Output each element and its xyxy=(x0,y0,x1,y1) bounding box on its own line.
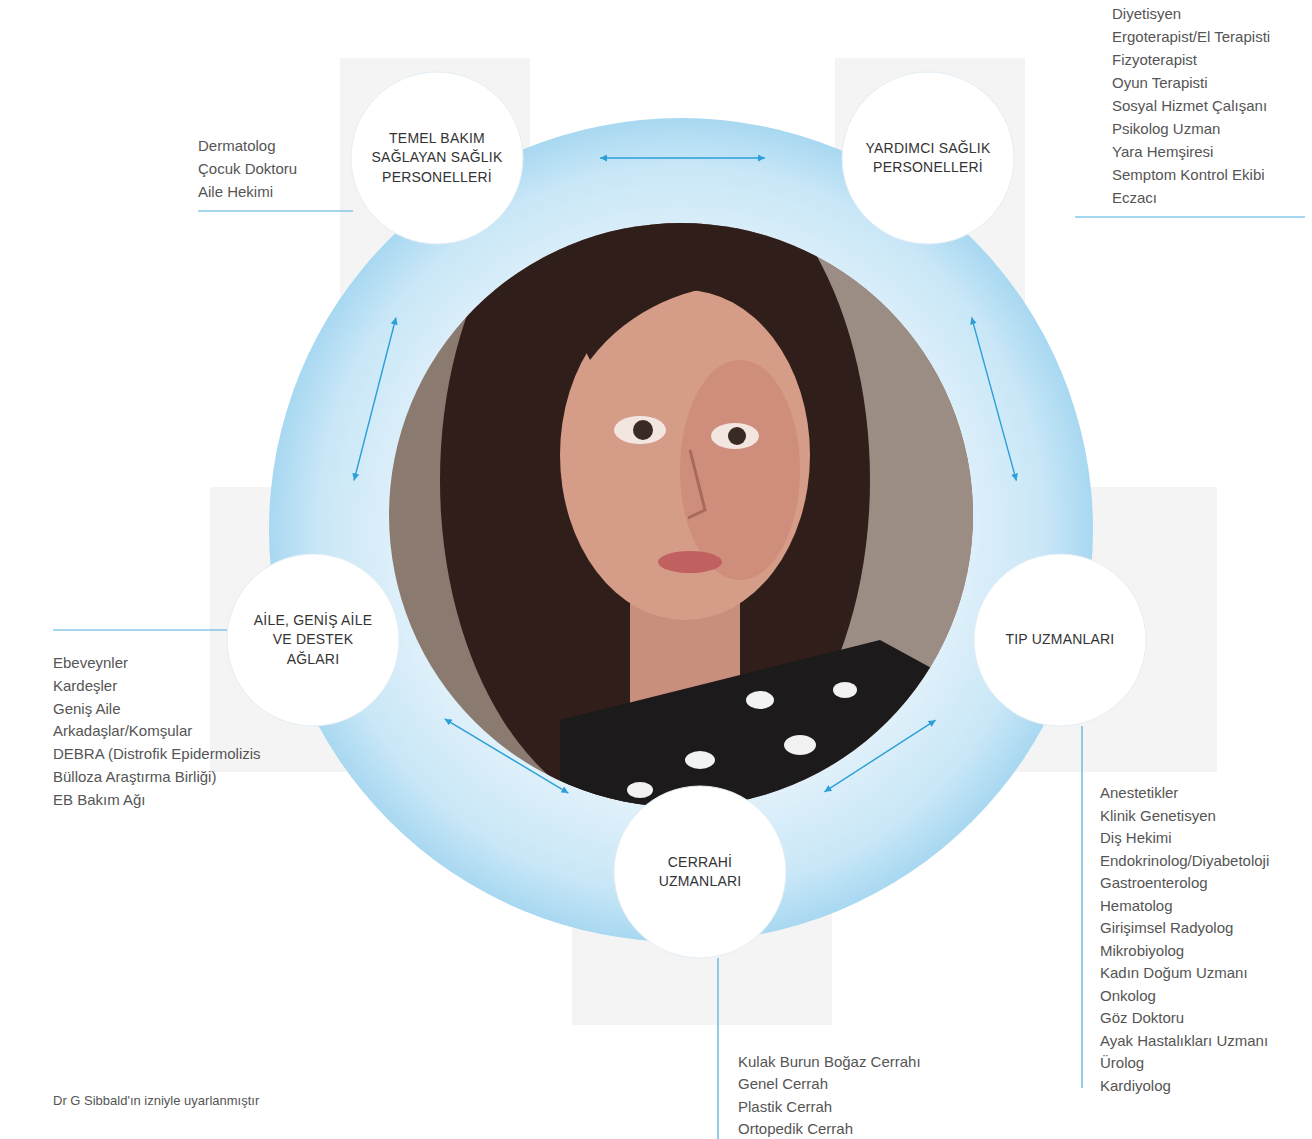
list-item: Kadın Doğum Uzmanı xyxy=(1100,962,1305,985)
shirt-pattern xyxy=(784,735,816,755)
double-arrow xyxy=(354,317,396,480)
list-item: Plastik Cerrah xyxy=(738,1096,998,1118)
list-item: Geniş Aile xyxy=(53,698,303,721)
list-item: DEBRA (Distrofik Epidermolizis Bülloza A… xyxy=(53,743,303,789)
category-title: YARDIMCI SAĞLIK PERSONELLERİ xyxy=(861,139,995,178)
category-circle: TIP UZMANLARI xyxy=(973,553,1147,727)
circle-shape xyxy=(974,554,1146,726)
list-item: Kardeşler xyxy=(53,675,303,698)
list-item: Diş Hekimi xyxy=(1100,827,1305,850)
list-item: Endokrinolog/Diyabetoloji xyxy=(1100,850,1305,873)
list-item: Ergoterapist/El Terapisti xyxy=(1112,25,1306,48)
specialist-list: DermatologÇocuk DoktoruAile Hekimi xyxy=(198,134,348,203)
category-circle: CERRAHİ UZMANLARI xyxy=(613,785,787,959)
category-title: TIP UZMANLARI xyxy=(993,630,1127,649)
double-arrow xyxy=(445,719,569,793)
double-arrow xyxy=(972,317,1017,480)
shirt-pattern xyxy=(866,751,894,769)
circle-text: YARDIMCI SAĞLIK PERSONELLERİ xyxy=(861,139,995,178)
list-item: Ebeveynler xyxy=(53,652,303,675)
list-item: Aile Hekimi xyxy=(198,180,348,203)
specialist-list: EbeveynlerKardeşlerGeniş AileArkadaşlar/… xyxy=(53,652,303,812)
list-item: Semptom Kontrol Ekibi xyxy=(1112,163,1306,186)
list-item: Oyun Terapisti xyxy=(1112,71,1306,94)
list-item: Genel Cerrah xyxy=(738,1073,998,1095)
iris xyxy=(728,427,746,445)
category-circle: TEMEL BAKIM SAĞLAYAN SAĞLIK PERSONELLERİ xyxy=(350,71,524,245)
list-item: Yara Hemşiresi xyxy=(1112,140,1306,163)
leader-lines xyxy=(53,211,1305,1139)
shirt-pattern xyxy=(746,691,774,709)
list-item: Diyetisyen xyxy=(1112,2,1306,25)
list-item: Göz Doktoru xyxy=(1100,1007,1305,1030)
leader-line xyxy=(198,210,353,211)
list-item: Kardiyolog xyxy=(1100,1075,1305,1098)
category-title: TEMEL BAKIM SAĞLAYAN SAĞLIK PERSONELLERİ xyxy=(370,129,504,187)
eye xyxy=(614,416,666,444)
eye xyxy=(711,423,759,449)
list-item: Fizyoterapist xyxy=(1112,48,1306,71)
list-item: EB Bakım Ağı xyxy=(53,789,303,812)
shirt xyxy=(560,640,990,830)
circle-shape xyxy=(842,72,1014,244)
leader-line xyxy=(1075,216,1305,217)
double-arrow xyxy=(600,157,765,158)
list-item: Çocuk Doktoru xyxy=(198,157,348,180)
category-circle: AİLE, GENİŞ AİLE VE DESTEK AĞLARI xyxy=(226,553,400,727)
circle-text: TEMEL BAKIM SAĞLAYAN SAĞLIK PERSONELLERİ xyxy=(370,129,504,187)
circle-shape xyxy=(351,72,523,244)
leader-line xyxy=(53,629,227,630)
circle-text: CERRAHİ UZMANLARI xyxy=(633,853,767,892)
iris xyxy=(633,420,653,440)
list-item: Sosyal Hizmet Çalışanı xyxy=(1112,94,1306,117)
list-item: Mikrobiyolog xyxy=(1100,940,1305,963)
circle-text: AİLE, GENİŞ AİLE VE DESTEK AĞLARI xyxy=(246,611,380,669)
list-item: Hematolog xyxy=(1100,895,1305,918)
shirt-pattern xyxy=(833,682,857,698)
circle-shape xyxy=(227,554,399,726)
leader-line xyxy=(1081,726,1082,1088)
shirt-pattern xyxy=(685,751,715,769)
circle-text: TIP UZMANLARI xyxy=(993,630,1127,649)
specialist-list: Kulak Burun Boğaz CerrahıGenel CerrahPla… xyxy=(738,1051,998,1139)
list-item: Dermatolog xyxy=(198,134,348,157)
fringe xyxy=(560,236,810,360)
portrait-photo xyxy=(380,140,990,830)
list-item: Kulak Burun Boğaz Cerrahı xyxy=(738,1051,998,1073)
cheek xyxy=(680,360,800,580)
list-item: Eczacı xyxy=(1112,186,1306,209)
category-circle: YARDIMCI SAĞLIK PERSONELLERİ xyxy=(841,71,1015,245)
list-item: Onkolog xyxy=(1100,985,1305,1008)
list-item: Klinik Genetisyen xyxy=(1100,805,1305,828)
list-item: Arkadaşlar/Komşular xyxy=(53,720,303,743)
nose xyxy=(688,450,705,518)
list-item: Psikolog Uzman xyxy=(1112,117,1306,140)
list-item: Girişimsel Radyolog xyxy=(1100,917,1305,940)
list-item: Anestetikler xyxy=(1100,782,1305,805)
circle-outline xyxy=(841,71,1015,245)
list-item: Ortopedik Cerrah xyxy=(738,1118,998,1139)
circle-shape xyxy=(614,786,786,958)
category-title: CERRAHİ UZMANLARI xyxy=(633,853,767,892)
circle-outline xyxy=(613,785,787,959)
list-item: Gastroenterolog xyxy=(1100,872,1305,895)
shirt-pattern xyxy=(627,782,653,798)
lips xyxy=(658,551,722,573)
leader-line xyxy=(717,958,718,1139)
category-title: AİLE, GENİŞ AİLE VE DESTEK AĞLARI xyxy=(246,611,380,669)
specialist-list: AnestetiklerKlinik GenetisyenDiş HekimiE… xyxy=(1100,782,1305,1097)
specialist-list: DiyetisyenErgoterapist/El TerapistiFizyo… xyxy=(1112,2,1306,209)
double-arrow xyxy=(824,720,935,792)
list-item: Ürolog xyxy=(1100,1052,1305,1075)
list-item: Ayak Hastalıkları Uzmanı xyxy=(1100,1030,1305,1053)
credit-caption: Dr G Sibbald'ın izniyle uyarlanmıştır xyxy=(53,1093,259,1108)
